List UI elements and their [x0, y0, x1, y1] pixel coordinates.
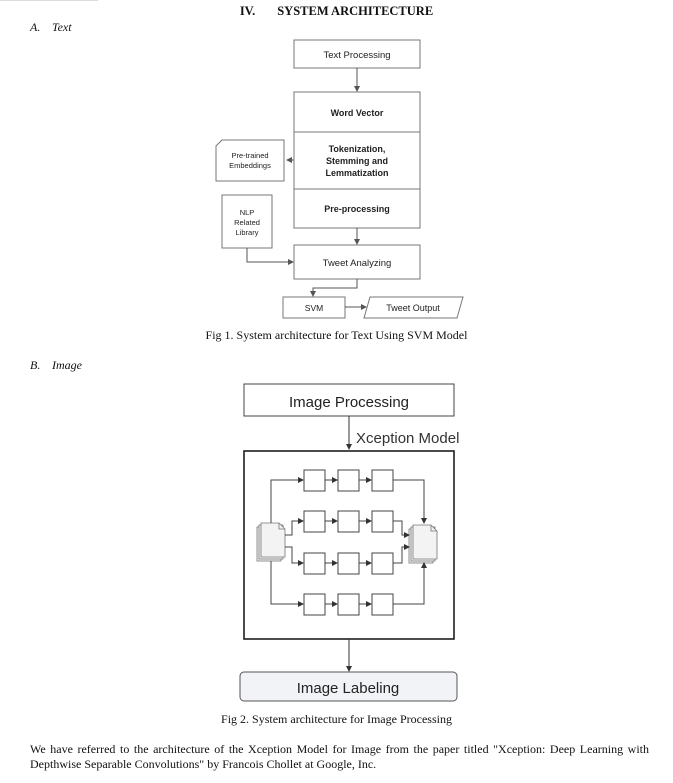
tokenization-label-3: Lemmatization	[325, 168, 388, 178]
subsection-a-heading: A. Text	[30, 20, 72, 35]
main-stack-box	[293, 91, 421, 229]
conv-block	[371, 510, 394, 533]
conv-block	[303, 593, 326, 616]
tweet-output-label: Tweet Output	[386, 303, 440, 313]
conv-block	[371, 469, 394, 492]
subsection-a-title: Text	[52, 20, 72, 34]
fig1-diagram: Text Processing Word Vector Tokenization…	[215, 39, 464, 319]
conv-block	[337, 510, 360, 533]
tokenization-label-1: Tokenization,	[329, 144, 386, 154]
subsection-b-letter: B.	[30, 358, 41, 372]
svm-label: SVM	[305, 303, 323, 313]
image-labeling-label: Image Labeling	[297, 680, 400, 697]
nlp-label-2: Related	[234, 218, 260, 227]
pretrained-label-2: Embeddings	[229, 161, 271, 170]
fig1-caption: Fig 1. System architecture for Text Usin…	[205, 328, 468, 342]
page-edge-line	[0, 0, 98, 1]
output-document-icon	[408, 524, 438, 564]
body-paragraph: We have referred to the architecture of …	[30, 742, 649, 771]
subsection-b-title: Image	[52, 358, 82, 372]
section-heading: IV. SYSTEM ARCHITECTURE	[0, 4, 673, 19]
nlp-label-1: NLP	[240, 208, 255, 217]
fig2-caption: Fig 2. System architecture for Image Pro…	[221, 712, 452, 726]
subsection-a-letter: A.	[30, 20, 41, 34]
tweet-analyzing-box	[293, 244, 421, 280]
pretrained-label-1: Pre-trained	[231, 151, 268, 160]
conv-block	[337, 469, 360, 492]
conv-block	[337, 593, 360, 616]
conv-block	[303, 469, 326, 492]
pretrained-embeddings-box	[215, 139, 285, 182]
tokenization-label-2: Stemming and	[326, 156, 388, 166]
image-processing-label: Image Processing	[289, 394, 409, 411]
input-document-icon	[256, 522, 286, 562]
subsection-b-heading: B. Image	[30, 358, 82, 373]
tweet-analyzing-label: Tweet Analyzing	[323, 258, 392, 269]
conv-block	[303, 510, 326, 533]
image-labeling-box	[239, 671, 458, 702]
conv-block	[371, 552, 394, 575]
xception-model-label: Xception Model	[356, 430, 459, 447]
section-number: IV.	[239, 4, 256, 18]
text-processing-label: Text Processing	[323, 50, 390, 61]
conv-block	[371, 593, 394, 616]
conv-block	[337, 552, 360, 575]
image-processing-box	[243, 383, 455, 417]
preprocessing-label: Pre-processing	[324, 204, 390, 214]
fig2-diagram: Image Processing Xception Model	[239, 383, 459, 702]
word-vector-label: Word Vector	[331, 108, 384, 118]
tweet-output-box	[363, 296, 464, 319]
nlp-library-box	[221, 194, 273, 249]
text-processing-box	[293, 39, 421, 69]
conv-block	[303, 552, 326, 575]
nlp-label-3: Library	[236, 228, 259, 237]
section-title: SYSTEM ARCHITECTURE	[277, 4, 434, 18]
